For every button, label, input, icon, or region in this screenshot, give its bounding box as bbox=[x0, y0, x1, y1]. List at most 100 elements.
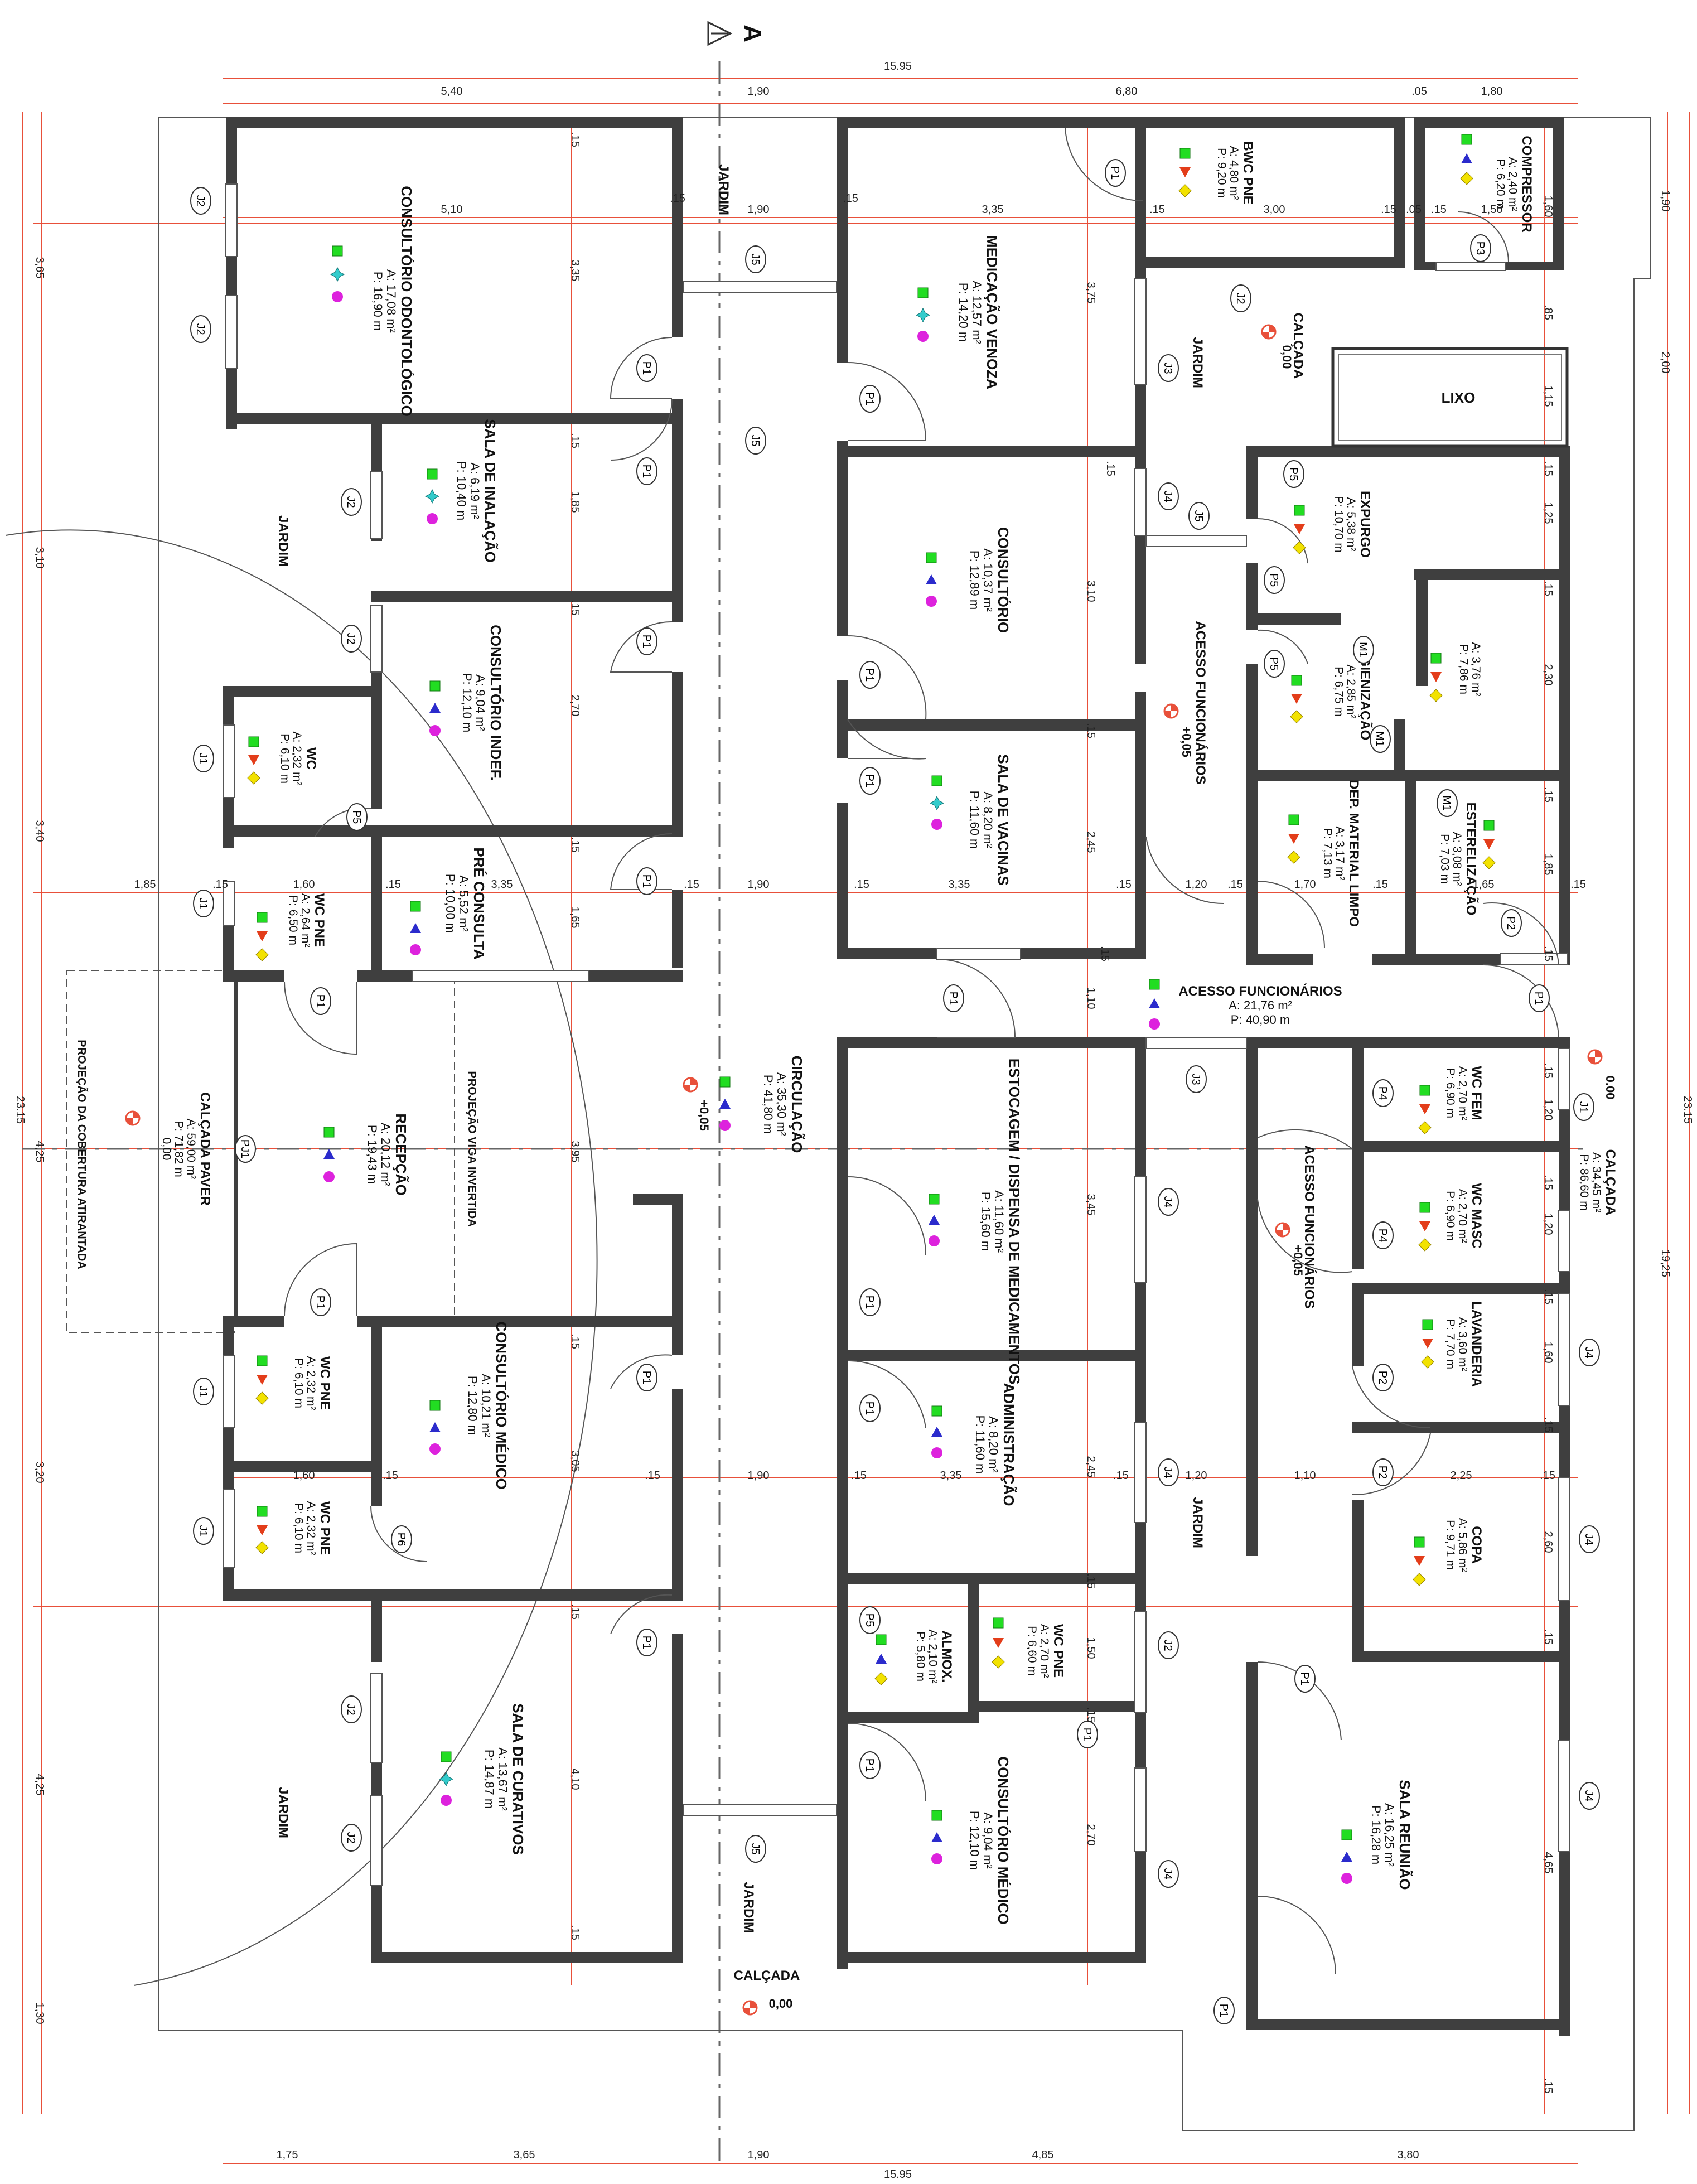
svg-text:P2: P2 bbox=[1505, 916, 1517, 930]
svg-text:P5: P5 bbox=[863, 1613, 876, 1627]
svg-text:A: 10,37 m²: A: 10,37 m² bbox=[981, 548, 995, 612]
room-esterelizacao: ESTERELIZAÇÃO A: 3,08 m² P: 7,03 m bbox=[1438, 803, 1479, 916]
jardim-label: JARDIM bbox=[716, 164, 731, 215]
svg-text:P: 14,87 m: P: 14,87 m bbox=[482, 1750, 496, 1809]
svg-text:P: 10,70 m: P: 10,70 m bbox=[1332, 496, 1345, 553]
svg-text:3,65: 3,65 bbox=[514, 2149, 535, 2161]
svg-text:P: 9,71 m: P: 9,71 m bbox=[1444, 1520, 1457, 1570]
svg-text:+0,05: +0,05 bbox=[1179, 726, 1193, 757]
dimension-texts: 15.95 15.95 5,40 1,90 6,80 .05 1,80 5,10… bbox=[14, 60, 1694, 2181]
svg-text:ESTERELIZAÇÃO: ESTERELIZAÇÃO bbox=[1463, 803, 1479, 916]
svg-text:P5: P5 bbox=[350, 810, 362, 824]
room-copa: COPA A: 5,86 m² P: 9,71 m bbox=[1444, 1518, 1484, 1572]
svg-text:4,65: 4,65 bbox=[1542, 1852, 1554, 1874]
room-consultorio-indef: CONSULTÓRIO INDEF. A: 9,04 m² P: 12,10 m bbox=[460, 625, 504, 781]
svg-text:P: 6,90 m: P: 6,90 m bbox=[1444, 1068, 1457, 1118]
svg-text:3,10: 3,10 bbox=[33, 547, 46, 569]
svg-text:RECEPÇÃO: RECEPÇÃO bbox=[393, 1113, 409, 1195]
room-wc-masc: WC MASC A: 2,70 m² P: 6,90 m bbox=[1444, 1183, 1484, 1248]
svg-text:P1: P1 bbox=[863, 668, 876, 682]
svg-text:P1: P1 bbox=[640, 1636, 652, 1649]
svg-text:5,10: 5,10 bbox=[441, 204, 463, 216]
svg-text:P: 86,60 m: P: 86,60 m bbox=[1578, 1154, 1590, 1211]
svg-text:P: 12,10 m: P: 12,10 m bbox=[968, 1811, 982, 1870]
svg-text:3,40: 3,40 bbox=[33, 820, 46, 842]
svg-text:3,05: 3,05 bbox=[569, 1451, 581, 1472]
jardim-label: JARDIM bbox=[1190, 1497, 1205, 1548]
svg-text:.15: .15 bbox=[1542, 1289, 1554, 1304]
svg-text:P1: P1 bbox=[640, 361, 652, 375]
svg-text:3,35: 3,35 bbox=[982, 204, 1004, 216]
svg-text:.15: .15 bbox=[1431, 204, 1447, 216]
room-calcada-right: CALÇADA A: 34,45 m² P: 86,60 m bbox=[1578, 1149, 1618, 1216]
svg-text:1,80: 1,80 bbox=[1481, 85, 1503, 98]
svg-text:.15: .15 bbox=[1542, 1417, 1554, 1433]
svg-text:0,00: 0,00 bbox=[1280, 345, 1294, 369]
svg-text:A: 10,21 m²: A: 10,21 m² bbox=[479, 1374, 493, 1437]
svg-text:1,75: 1,75 bbox=[277, 2149, 298, 2161]
svg-text:3,35: 3,35 bbox=[491, 878, 513, 891]
svg-text:.15: .15 bbox=[569, 1604, 581, 1620]
level-marker-icon bbox=[742, 2000, 758, 2016]
svg-text:P: 11,60 m: P: 11,60 m bbox=[973, 1415, 987, 1474]
svg-text:P1: P1 bbox=[640, 1371, 652, 1384]
lixo-label: LIXO bbox=[1442, 389, 1476, 406]
svg-text:1,85: 1,85 bbox=[1542, 854, 1554, 876]
svg-text:COMPRESSOR: COMPRESSOR bbox=[1519, 136, 1534, 232]
svg-text:.15: .15 bbox=[645, 1470, 660, 1482]
svg-text:WC PNE: WC PNE bbox=[312, 893, 327, 947]
svg-text:J1: J1 bbox=[197, 752, 209, 764]
room-sala-curativos: SALA DE CURATIVOS A: 13,67 m² P: 14,87 m bbox=[482, 1703, 526, 1855]
svg-text:4,25: 4,25 bbox=[33, 1774, 46, 1796]
svg-text:P: 6,50 m: P: 6,50 m bbox=[287, 895, 299, 945]
svg-text:3,20: 3,20 bbox=[33, 1462, 46, 1484]
svg-text:J1: J1 bbox=[197, 897, 209, 909]
svg-text:.15: .15 bbox=[1227, 878, 1243, 891]
svg-text:1,90: 1,90 bbox=[748, 1470, 770, 1482]
svg-text:J2: J2 bbox=[345, 1832, 357, 1843]
svg-text:A: 5,52 m²: A: 5,52 m² bbox=[457, 875, 471, 931]
walls-right bbox=[1246, 117, 1570, 2036]
svg-text:J5: J5 bbox=[749, 253, 761, 265]
svg-text:A: 3,76 m²: A: 3,76 m² bbox=[1469, 642, 1482, 697]
svg-text:P1: P1 bbox=[1217, 2004, 1230, 2017]
level-marker-icon bbox=[125, 1110, 141, 1126]
svg-text:.15: .15 bbox=[1149, 204, 1165, 216]
svg-text:2,45: 2,45 bbox=[1085, 832, 1097, 853]
svg-text:SALA DE INALAÇÃO: SALA DE INALAÇÃO bbox=[482, 419, 499, 563]
svg-text:15.95: 15.95 bbox=[884, 60, 912, 73]
svg-text:4,25: 4,25 bbox=[33, 1141, 46, 1163]
svg-text:.15: .15 bbox=[1542, 581, 1554, 596]
svg-text:DEP. MATERIAL LIMPO: DEP. MATERIAL LIMPO bbox=[1346, 780, 1361, 927]
svg-text:P2: P2 bbox=[1376, 1466, 1389, 1479]
svg-text:J4: J4 bbox=[1583, 1533, 1595, 1545]
svg-text:1,85: 1,85 bbox=[569, 491, 581, 513]
svg-text:A: 2,40 m²: A: 2,40 m² bbox=[1506, 157, 1519, 211]
svg-text:P: 11,60 m: P: 11,60 m bbox=[968, 791, 982, 849]
svg-text:P1: P1 bbox=[1298, 1672, 1311, 1685]
svg-text:A: 3,08 m²: A: 3,08 m² bbox=[1451, 832, 1463, 886]
svg-text:P: 15,60 m: P: 15,60 m bbox=[979, 1192, 993, 1251]
svg-text:COPA: COPA bbox=[1469, 1526, 1484, 1564]
svg-text:4,10: 4,10 bbox=[569, 1769, 581, 1790]
opening-tags: J2 J2 J2 J2 J2 J2 J1 J1 J1 J1 J5 J5 P1 P… bbox=[190, 159, 1600, 2024]
svg-text:.15: .15 bbox=[1085, 723, 1097, 738]
svg-text:.15: .15 bbox=[1542, 1629, 1554, 1645]
room-expurgo: EXPURGO A: 5,38 m² P: 10,70 m bbox=[1332, 491, 1372, 558]
svg-text:M1: M1 bbox=[1440, 795, 1453, 811]
svg-text:P1: P1 bbox=[640, 874, 652, 888]
svg-text:.15: .15 bbox=[851, 1470, 867, 1482]
svg-text:P: 7,03 m: P: 7,03 m bbox=[1438, 834, 1451, 884]
svg-text:P: 9,20 m: P: 9,20 m bbox=[1215, 148, 1228, 198]
room-medicacao-venoza: MEDICAÇÃO VENOZA A: 12,57 m² P: 14,20 m bbox=[956, 235, 1000, 389]
svg-text:.15: .15 bbox=[569, 1925, 581, 1940]
svg-text:1,90: 1,90 bbox=[748, 2149, 770, 2161]
svg-text:J2: J2 bbox=[194, 195, 206, 206]
svg-text:P1: P1 bbox=[863, 1296, 876, 1309]
svg-text:J4: J4 bbox=[1162, 490, 1174, 502]
svg-text:J2: J2 bbox=[345, 496, 357, 508]
free-labels: JARDIM JARDIM JARDIM JARDIM JARDIM JARDI… bbox=[75, 25, 1475, 1983]
svg-text:2,00: 2,00 bbox=[1659, 352, 1671, 374]
svg-text:.15: .15 bbox=[212, 878, 228, 891]
svg-text:3,00: 3,00 bbox=[1264, 204, 1285, 216]
